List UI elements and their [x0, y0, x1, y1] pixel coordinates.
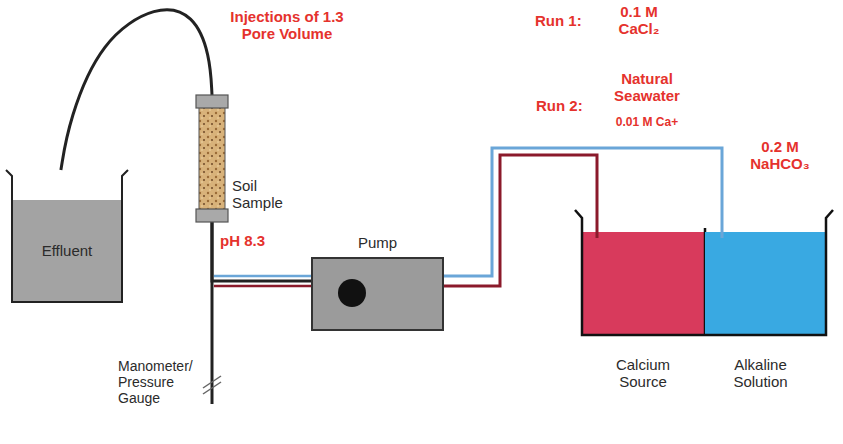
- instrument-label: Manometer/ Pressure Gauge: [118, 358, 206, 406]
- liquid: [705, 232, 826, 335]
- pump-box-shape: [312, 258, 443, 330]
- node-label: Effluent: [6, 242, 128, 259]
- pump-box: Pump: [312, 258, 443, 330]
- annotation: pH 8.3: [220, 232, 290, 249]
- pump-body: [312, 258, 443, 330]
- tube-end: [721, 210, 724, 238]
- calcium-tank-shape: [580, 210, 705, 335]
- calcium-tank: Calcium Source: [580, 210, 705, 335]
- break-mark: [203, 382, 221, 394]
- soil-fill: [199, 107, 225, 210]
- liquid: [582, 232, 705, 335]
- tank-outline: [705, 210, 833, 335]
- node-label: Pump: [312, 234, 443, 251]
- tank-outline: [575, 210, 705, 335]
- calcium-tube: [443, 155, 597, 286]
- node-label: Soil Sample: [232, 177, 302, 212]
- beaker-outline: [6, 170, 128, 302]
- alkaline-tank-shape: [705, 210, 828, 335]
- effluent-beaker: Effluent: [6, 170, 128, 302]
- alkaline-tank: Alkaline Solution: [705, 210, 828, 335]
- annotation: 0.01 M Ca+: [604, 116, 690, 130]
- soil-column: Soil Sample: [198, 95, 226, 222]
- effluent-beaker-shape: [6, 170, 128, 302]
- node-label: Calcium Source: [598, 356, 688, 391]
- tube-blue: [214, 275, 312, 278]
- feed-line: [212, 222, 312, 281]
- annotation: Run 1:: [535, 12, 595, 29]
- annotation: 0.1 M CaCl₂: [608, 3, 670, 38]
- effluent-tube: [61, 10, 212, 170]
- annotation: Run 2:: [536, 97, 596, 114]
- annotation: Injections of 1.3 Pore Volume: [216, 8, 358, 43]
- tube-end: [596, 210, 599, 238]
- column-cap: [196, 209, 228, 222]
- node-label: Alkaline Solution: [713, 356, 808, 391]
- pump-rotor: [338, 279, 366, 307]
- column-cap: [196, 95, 228, 108]
- break-mark: [203, 376, 221, 388]
- annotation: 0.2 M NaHCO₃: [740, 138, 820, 173]
- annotation: Natural Seawater: [604, 70, 690, 105]
- soil-column-shape: [198, 95, 226, 222]
- tube-red: [214, 285, 312, 288]
